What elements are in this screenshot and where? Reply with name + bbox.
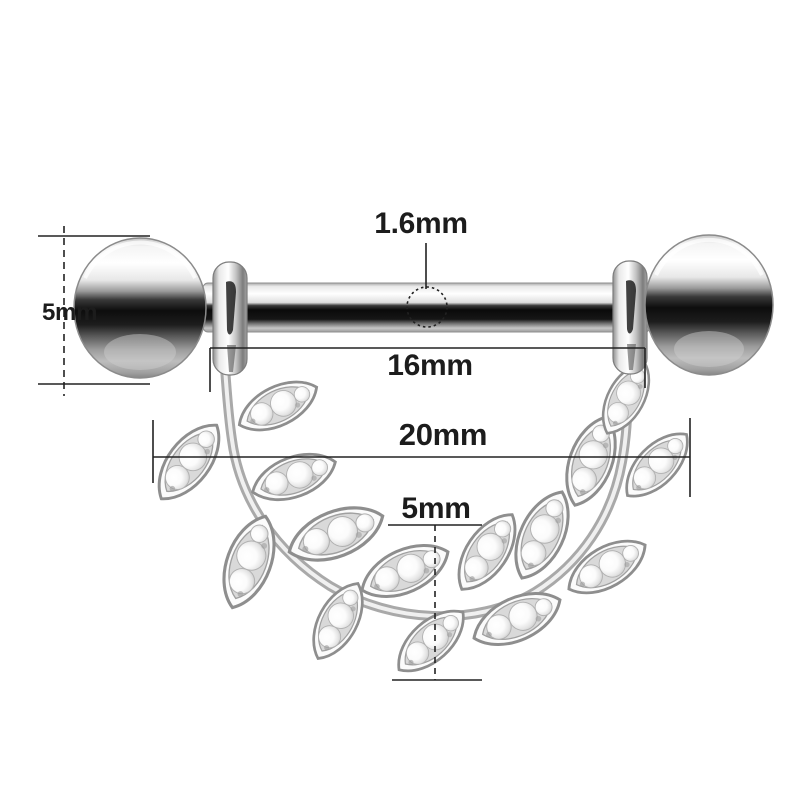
pave-leaf: [351, 531, 459, 611]
dimension-label-leaf-drop: 5mm: [401, 492, 471, 525]
dim-bar-thickness-lines: [406, 243, 448, 328]
leaf-vine-pendant: [143, 347, 702, 686]
dimension-label-bar-length: 16mm: [387, 349, 473, 382]
right-clasp: [612, 260, 648, 375]
dimension-label-ball-diameter: 5mm: [42, 299, 98, 326]
dim-ball-diameter-lines: [38, 226, 150, 396]
pave-leaf: [229, 368, 327, 444]
barbell-bar: [202, 282, 651, 333]
right-ball: [644, 234, 774, 376]
left-ball: [73, 237, 207, 379]
dimension-label-dangle-width: 20mm: [398, 417, 488, 452]
dim-bar-length-lines: [209, 347, 646, 392]
left-clasp: [212, 261, 248, 376]
pave-leaf: [210, 507, 288, 617]
dimension-label-bar-thickness: 1.6mm: [374, 207, 468, 240]
pave-leaf: [143, 411, 235, 513]
pave-leaf: [244, 441, 344, 513]
vine-stem-highlight: [222, 350, 630, 619]
dim-leaf-drop-lines: [388, 524, 482, 681]
dim-dangle-width-lines: [152, 418, 691, 497]
dimension-lines: [38, 226, 691, 681]
pave-leaf: [463, 579, 571, 659]
gauge-dotted-circle: [406, 286, 448, 328]
